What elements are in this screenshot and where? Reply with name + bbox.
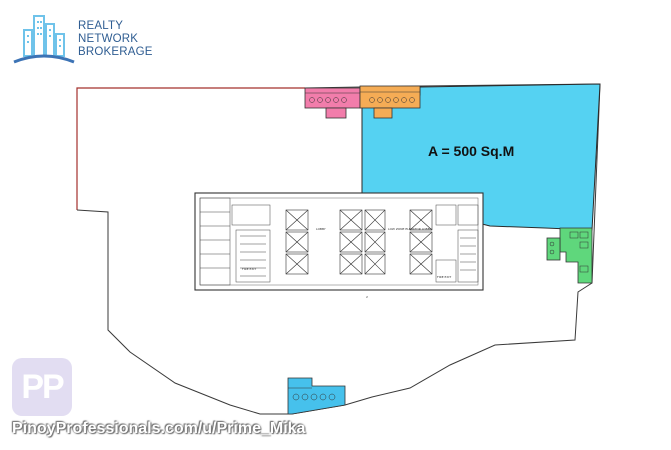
area-label: A = 500 Sq.M (428, 143, 514, 159)
right-stair-label: FIRE EXIT (437, 275, 451, 279)
watermark-url: PinoyProfessionals.com/u/Prime_Mika (12, 420, 306, 437)
brand-line-3: Brokerage (78, 46, 153, 58)
unit-orange-step (373, 107, 393, 119)
brand-line-2: Network (78, 33, 139, 45)
watermark-badge: PP (12, 358, 72, 416)
unit-green (559, 227, 593, 284)
unit-orange (359, 85, 421, 109)
brand-line-1: Realty (78, 20, 124, 32)
unit-green-wing (546, 237, 561, 261)
unit-pink-step (325, 107, 347, 119)
lot-boundary-red (76, 87, 305, 210)
building-core: FIRE EXIT LOBBY LOW ZONE ELEVATOR LOBBY (194, 192, 484, 299)
lobby-right-label: LOW ZONE ELEVATOR LOBBY (388, 227, 432, 231)
lobby-left-label: LOBBY (316, 227, 326, 231)
left-stair-label: FIRE EXIT (242, 267, 256, 271)
unit-cyan (287, 377, 346, 415)
brand-name: Realty Network Brokerage (78, 20, 153, 59)
city-skyline-icon (13, 15, 75, 64)
core-marker: 2 (366, 295, 368, 299)
